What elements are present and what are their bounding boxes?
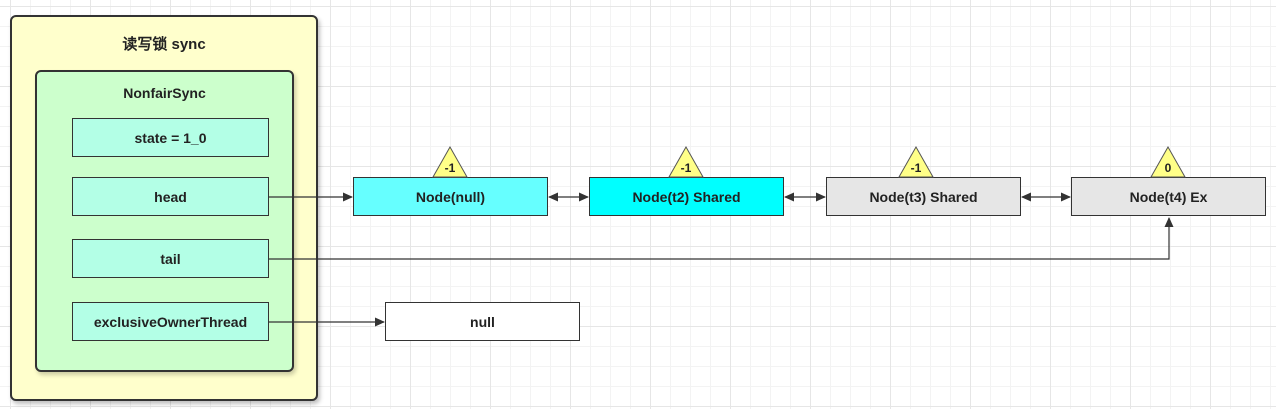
wait-status-triangle-node-null: -1	[432, 145, 468, 178]
wait-status-label: -1	[681, 161, 692, 175]
state-field: state = 1_0	[72, 118, 269, 157]
queue-node-t4: Node(t4) Ex	[1071, 177, 1266, 216]
queue-node-t2: Node(t2) Shared	[589, 177, 784, 216]
tail-field: tail	[72, 239, 269, 278]
wait-status-triangle-node-t2: -1	[668, 145, 704, 178]
wait-status-triangle-node-t4: 0	[1150, 145, 1186, 178]
read-write-lock-title: 读写锁 sync	[122, 36, 206, 53]
exclusive-owner-thread-field: exclusiveOwnerThread	[72, 302, 269, 341]
wait-status-label: 0	[1165, 161, 1172, 175]
queue-node-t3: Node(t3) Shared	[826, 177, 1021, 216]
wait-status-label: -1	[911, 161, 922, 175]
head-field: head	[72, 177, 269, 216]
owner-null-box: null	[385, 302, 580, 341]
tail-to-node-t4-arrow	[269, 217, 1174, 260]
queue-node-head: Node(null)	[353, 177, 548, 216]
wait-status-triangle-node-t3: -1	[898, 145, 934, 178]
wait-status-label: -1	[445, 161, 456, 175]
nonfair-sync-title: NonfairSync	[123, 85, 206, 101]
